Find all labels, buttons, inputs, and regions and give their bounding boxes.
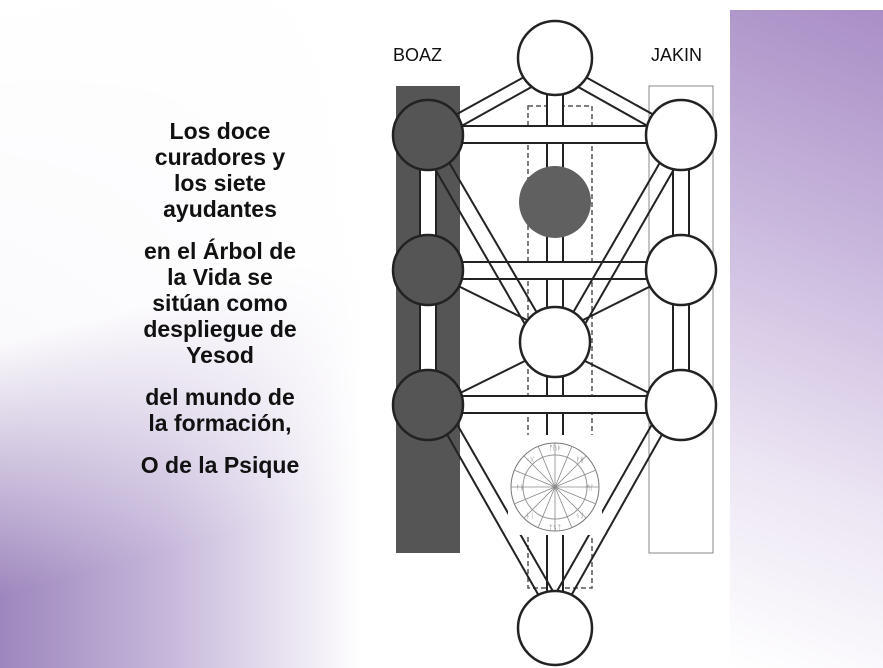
path-d9 (435, 414, 548, 611)
path-h2 (427, 261, 682, 280)
path-d9b (449, 411, 559, 601)
right-gradient-background (730, 10, 883, 668)
sephiroth (391, 19, 718, 667)
sphere-binah (391, 98, 465, 172)
svg-text:ᛉᛊᛏ: ᛉᛊᛏ (549, 524, 562, 532)
sphere-tiphareth (518, 305, 592, 379)
svg-text:ᚠᚢᚦ: ᚠᚢᚦ (549, 444, 562, 452)
svg-text:ᚹᚺ: ᚹᚺ (576, 456, 584, 464)
daath-sphere (519, 166, 591, 238)
sphere-geburah (391, 233, 465, 307)
path-d4 (562, 139, 674, 331)
tree-of-life-diagram: ᚠᚢᚦ ᛉᛊᛏ ᚨᚱ ᛗᛚ ᚲᚷ ᚹᚺ ᚾᛁ ᛃᛇ (391, 19, 718, 667)
text-arbol-vida: en el Árbol de la Vida se sitúan como de… (143, 238, 297, 368)
sphere-chokmah (644, 98, 718, 172)
path-d4b (572, 149, 686, 346)
path-h1 (427, 125, 682, 144)
svg-text:ᛃᛇ: ᛃᛇ (576, 512, 584, 520)
sphere-kether (516, 19, 594, 97)
svg-text:ᚾᛁ: ᚾᛁ (526, 512, 534, 520)
sphere-malkuth (516, 589, 594, 667)
sphere-chesed (644, 233, 718, 307)
yesod-rune-wheel: ᚠᚢᚦ ᛉᛊᛏ ᚨᚱ ᛗᛚ ᚲᚷ ᚹᚺ ᚾᛁ ᛃᛇ (508, 435, 602, 535)
path-d10 (562, 414, 674, 611)
sphere-hod (391, 368, 465, 442)
text-curadores: Los doce curadores y los siete ayudantes (154, 118, 286, 222)
description-text: Los doce curadores y los siete ayudantes… (86, 118, 354, 494)
path-d3b (423, 149, 538, 346)
svg-text:ᚲᚷ: ᚲᚷ (526, 456, 535, 464)
path-h3 (427, 395, 682, 414)
text-mundo-formacion: del mundo de la formación, (145, 384, 295, 436)
svg-text:ᚨᚱ: ᚨᚱ (516, 484, 524, 492)
left-gradient-background (0, 0, 362, 668)
boaz-label: BOAZ (393, 45, 443, 65)
path-d10b (551, 411, 660, 601)
jakin-label: JAKIN (651, 45, 703, 65)
text-psique: O de la Psique (140, 452, 300, 478)
sphere-netzach (644, 368, 718, 442)
jakin-pillar (648, 85, 714, 554)
svg-text:ᛗᛚ: ᛗᛚ (586, 484, 594, 492)
path-d3 (435, 139, 548, 331)
